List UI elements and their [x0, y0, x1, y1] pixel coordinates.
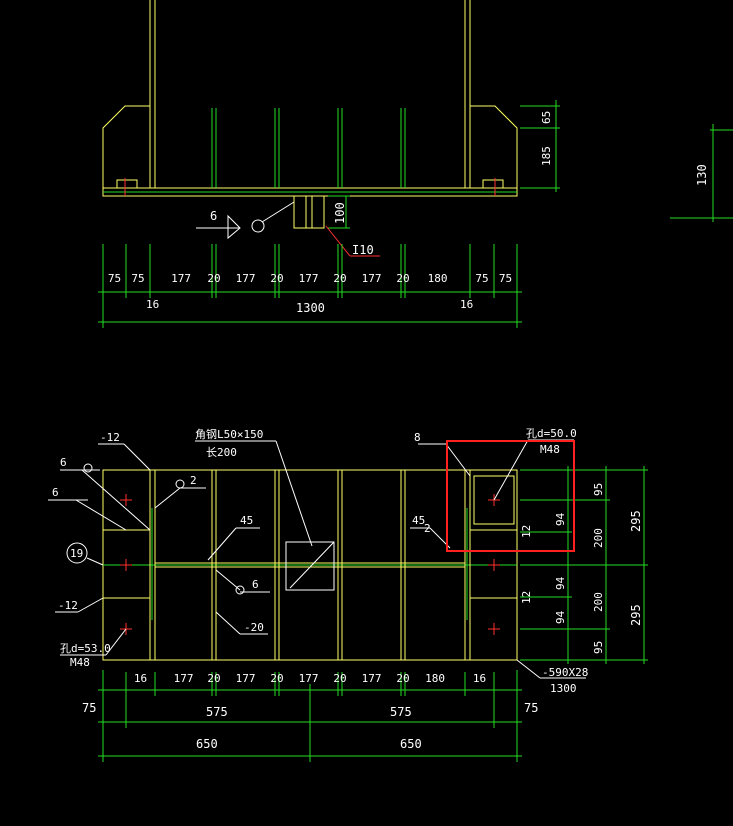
highlight-box	[446, 440, 575, 552]
mid-dim-2: 575	[206, 705, 228, 719]
plan-right-dims	[520, 466, 648, 664]
base-plate-label: -590X28	[542, 666, 588, 679]
elevation-dim-185: 185	[540, 146, 553, 166]
plan-dim-label: 177	[299, 672, 319, 685]
plan-stiffener-label: -20	[244, 621, 264, 634]
elevation-dim-65: 65	[540, 111, 553, 124]
weld-label-4: 45	[240, 514, 253, 527]
right-outer-1: 295	[629, 510, 643, 532]
plan-dim-label: 16	[134, 672, 147, 685]
elevation-dim-label: 20	[333, 272, 346, 285]
base-plate-length: 1300	[550, 682, 577, 695]
elevation-dim-label: 75	[499, 272, 512, 285]
weld-label-2: 6	[52, 486, 59, 499]
plan-dim-label: 20	[270, 672, 283, 685]
weld-label-7: 2	[424, 522, 431, 535]
mid-dim-4: 75	[524, 701, 538, 715]
elevation-dimension-row: 75 75 177 20 177 20 177 20 177 20 180 75 75	[102, 244, 518, 298]
half-dim-1: 650	[196, 737, 218, 751]
weld-label-3: 2	[190, 474, 197, 487]
plan-dim-label: 177	[236, 672, 256, 685]
elevation-dim-label: 177	[171, 272, 191, 285]
elevation-total-dim: 1300	[296, 301, 325, 315]
plan-dim-label: 180	[425, 672, 445, 685]
plan-dimension-row: 16 177 20 177 20 177 20 177 20 180 16	[125, 672, 495, 696]
elevation-dim-label: 75	[108, 272, 121, 285]
plan-angle-label: 角钢L50×150	[195, 428, 263, 441]
right-inner-3: 94	[554, 576, 567, 590]
right-mid-1: 200	[592, 528, 605, 548]
plan-dim-label: 16	[473, 672, 486, 685]
weld-label-8: 8	[414, 431, 421, 444]
plan-dim-label: 20	[396, 672, 409, 685]
elevation-dim-label: 20	[270, 272, 283, 285]
elevation-view: 6 100 I10 65 185 130 75 75 177 20 177 20 177 20…	[98, 0, 733, 328]
hole-top-label: 孔d=50.0	[526, 427, 577, 440]
elevation-dim-label: 20	[207, 272, 220, 285]
mid-dim-3: 575	[390, 705, 412, 719]
bolt-top-label: M48	[540, 443, 560, 456]
elevation-dim-label: 177	[362, 272, 382, 285]
plan-angle-length: 长200	[206, 446, 237, 459]
right-inner-2: 94	[554, 512, 567, 526]
plan-dim-label: 20	[333, 672, 346, 685]
mid-dim-1: 75	[82, 701, 96, 715]
elevation-stub-profile: I10	[352, 243, 374, 257]
plan-plate-top-label: -12	[100, 431, 120, 444]
plan-dim-label: 177	[174, 672, 194, 685]
plan-dim-label: 177	[362, 672, 382, 685]
elevation-dim-label: 180	[428, 272, 448, 285]
half-dim-2: 650	[400, 737, 422, 751]
hole-bottom-label: 孔d=53.0	[60, 642, 111, 655]
elevation-dim-label: 177	[299, 272, 319, 285]
right-outer-2: 295	[629, 604, 643, 626]
weld-label-6: 6	[252, 578, 259, 591]
weld-label-1: 6	[60, 456, 67, 469]
right-inner-1: 95	[592, 483, 605, 496]
weld-label-9: 12	[520, 525, 533, 538]
plan-view: 角钢L50×150 长200 -12 -12 6 6	[48, 427, 648, 762]
weld-label-5: 45	[412, 514, 425, 527]
bolt-bottom-label: M48	[70, 656, 90, 669]
plan-dim-label: 20	[207, 672, 220, 685]
plan-plate-bottom-label: -12	[58, 599, 78, 612]
elevation-stub-height: 100	[333, 202, 347, 224]
elevation-sub-dim-left: 16	[146, 298, 159, 311]
elevation-dim-label: 177	[236, 272, 256, 285]
elevation-dim-label: 75	[131, 272, 144, 285]
plan-callout: 19	[70, 547, 83, 560]
elevation-dim-label: 75	[475, 272, 488, 285]
far-right-dim: 130	[695, 164, 709, 186]
elevation-sub-dim-right: 16	[460, 298, 473, 311]
elevation-weld-size: 6	[210, 209, 217, 223]
right-mid-2: 200	[592, 592, 605, 612]
right-inner-5: 95	[592, 641, 605, 654]
elevation-dim-label: 20	[396, 272, 409, 285]
right-inner-4: 94	[554, 610, 567, 624]
